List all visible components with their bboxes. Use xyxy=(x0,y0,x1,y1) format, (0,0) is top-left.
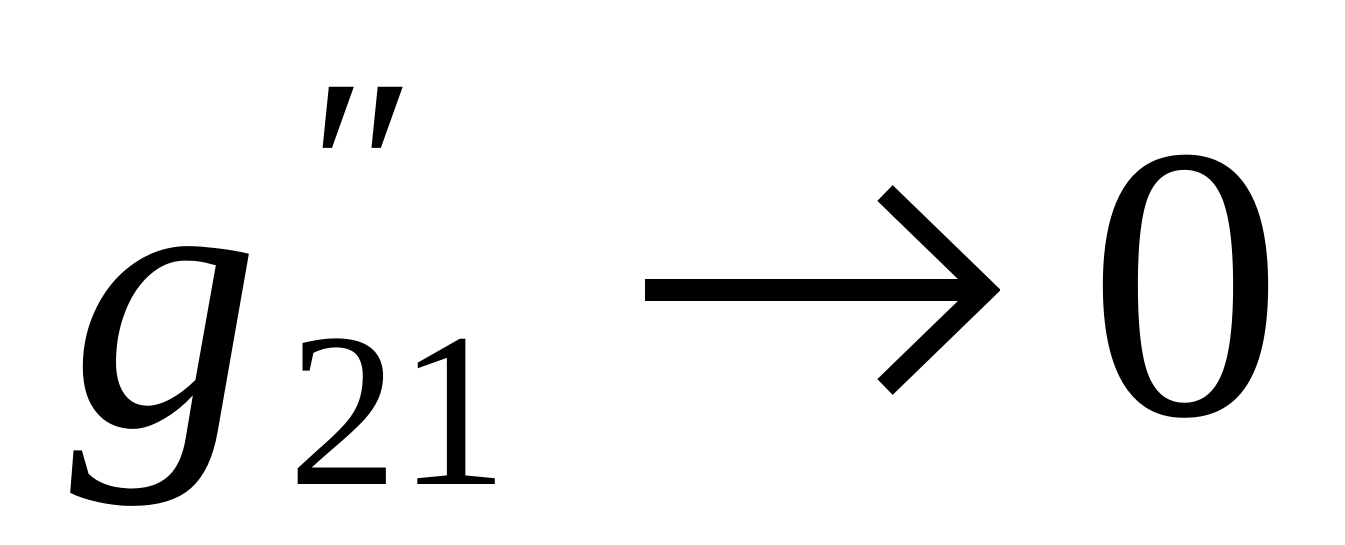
right-arrow-icon xyxy=(645,185,1000,395)
variable-g: g xyxy=(70,87,260,508)
subscript-21: 21 xyxy=(288,288,508,532)
limit-zero: 0 xyxy=(1088,67,1283,499)
double-prime-mark: ″ xyxy=(292,26,400,314)
